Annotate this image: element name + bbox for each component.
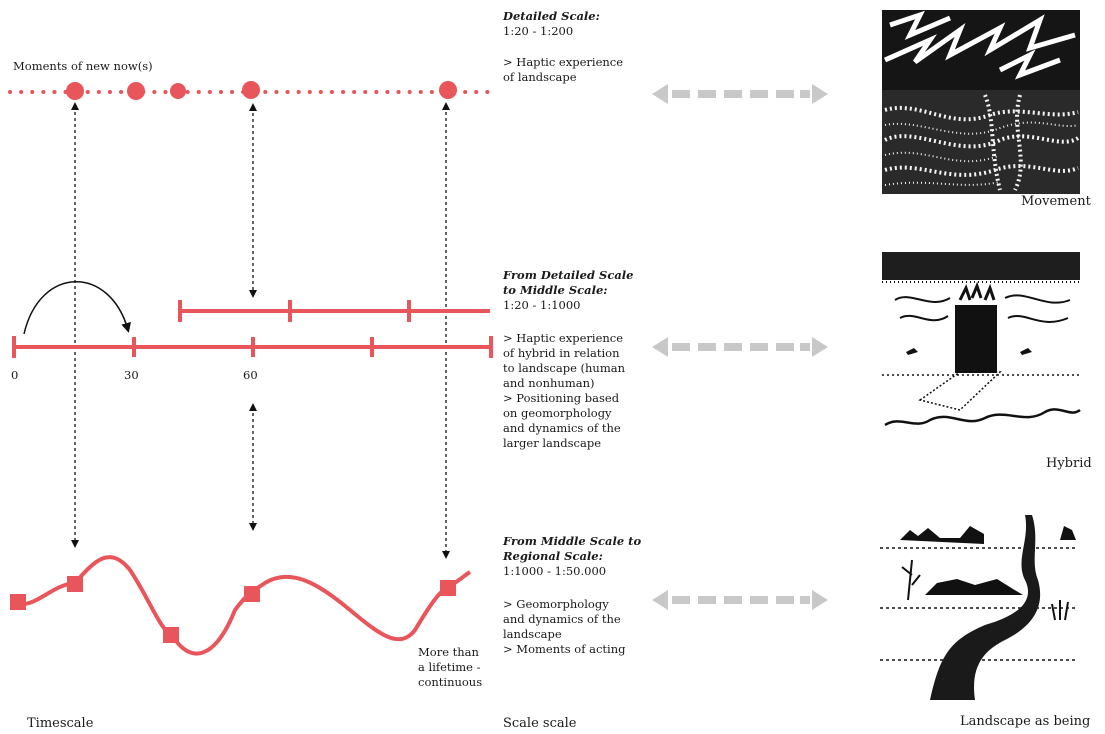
footer-scale-scale: Scale scale: [503, 716, 577, 731]
vertical-arrows: [71, 102, 450, 559]
acting-square: [10, 594, 26, 610]
regional-heading: From Middle Scale to: [503, 534, 642, 548]
moment-dot: [439, 81, 457, 99]
middle-note: to landscape (human: [503, 361, 625, 375]
gray-double-arrow: [652, 590, 828, 610]
detailed-note: > Haptic experience: [503, 55, 624, 69]
regional-note: > Geomorphology: [503, 597, 609, 611]
continuous-line: continuous: [418, 675, 483, 689]
regional-ratio: 1:1000 - 1:50.000: [503, 564, 607, 578]
upper-timeline: [178, 300, 490, 322]
hybrid-illustration: [882, 252, 1081, 442]
middle-note: > Haptic experience: [503, 331, 624, 345]
acting-square: [163, 627, 179, 643]
caption-movement: Movement: [1021, 194, 1091, 209]
middle-note: and dynamics of the: [503, 421, 621, 435]
moment-dot: [127, 82, 145, 100]
middle-note: > Positioning based: [503, 391, 620, 405]
acting-square: [440, 580, 456, 596]
regional-note: > Moments of acting: [503, 642, 626, 656]
gray-double-arrow: [652, 337, 828, 357]
moment-dot: [66, 82, 84, 100]
moments-label: Moments of new now(s): [13, 59, 153, 73]
middle-note: of hybrid in relation: [503, 346, 620, 360]
regional-heading: Regional Scale:: [503, 549, 603, 563]
tick-label-0: 0: [11, 368, 19, 382]
footer-landscape: Landscape as being: [960, 714, 1091, 729]
moment-dot: [170, 83, 186, 99]
continuous-wave: [10, 555, 472, 656]
footer-timescale: Timescale: [27, 716, 94, 731]
middle-note: and nonhuman): [503, 376, 595, 390]
regional-note: and dynamics of the: [503, 612, 621, 626]
moments-timeline: [8, 81, 497, 100]
leap-arc-arrow: [23, 281, 131, 335]
gray-arrows: [652, 84, 828, 610]
moment-dot: [242, 81, 260, 99]
caption-hybrid: Hybrid: [1046, 456, 1092, 471]
detailed-note: of landscape: [503, 70, 577, 84]
acting-square: [244, 586, 260, 602]
tick-label-60: 60: [243, 368, 258, 382]
regional-note: landscape: [503, 627, 562, 641]
gray-double-arrow: [652, 84, 828, 104]
middle-heading: From Detailed Scale: [503, 268, 634, 282]
acting-square: [67, 576, 83, 592]
movement-illustration: [882, 10, 1080, 194]
continuous-line: More than: [418, 645, 479, 659]
middle-note: on geomorphology: [503, 406, 612, 420]
tick-label-30: 30: [124, 368, 139, 382]
main-timeline: [12, 336, 493, 358]
continuous-line: a lifetime -: [418, 660, 481, 674]
middle-note: larger landscape: [503, 436, 602, 450]
detailed-ratio: 1:20 - 1:200: [503, 24, 574, 38]
middle-ratio: 1:20 - 1:1000: [503, 298, 581, 312]
detailed-heading: Detailed Scale:: [503, 9, 600, 23]
landscape-illustration: [878, 512, 1078, 706]
middle-heading: to Middle Scale:: [503, 283, 608, 297]
